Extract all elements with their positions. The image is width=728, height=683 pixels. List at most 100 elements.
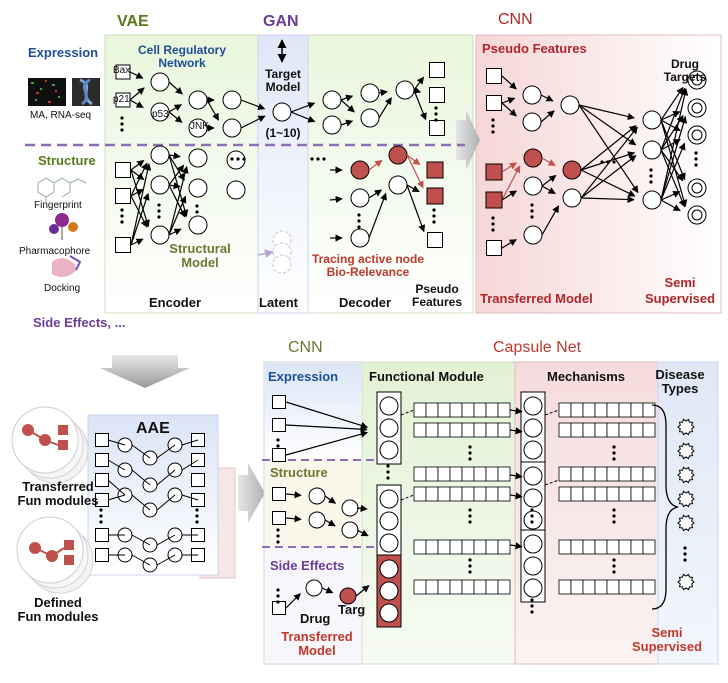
drug-target-node — [687, 205, 707, 225]
neuron-node — [388, 175, 408, 195]
connection-edge — [168, 81, 183, 95]
vector-cell — [473, 539, 487, 555]
connection-edge — [541, 205, 560, 236]
connection-edge — [660, 114, 684, 151]
connection-edge — [406, 154, 424, 189]
aae-edge — [156, 534, 176, 546]
drug-target-ring — [691, 129, 703, 141]
capsule-node — [523, 396, 543, 416]
aae-title: AAE — [136, 420, 170, 437]
process-arrow-icon — [456, 110, 480, 170]
connection-edge — [340, 94, 354, 102]
neuron-node — [642, 140, 662, 160]
vector-cell — [558, 422, 572, 438]
connection-edge — [240, 99, 266, 110]
connection-edge — [660, 87, 686, 151]
connection-edge — [501, 75, 517, 90]
connection-edge — [501, 162, 518, 173]
faded-latent-node — [272, 254, 292, 274]
vector-cell — [618, 539, 632, 555]
vector-cell — [473, 402, 487, 418]
aae-edge — [131, 444, 151, 459]
connection-edge — [413, 86, 422, 94]
ellipsis-dot — [316, 157, 320, 161]
vector-cell — [642, 422, 656, 438]
connection-edge — [660, 199, 681, 212]
vector-cell — [582, 486, 596, 502]
vector-cell — [449, 579, 463, 595]
neuron-node — [226, 180, 246, 200]
capsule-node — [523, 578, 543, 598]
drug-label: Drug — [300, 611, 331, 626]
vector-cell — [558, 579, 572, 595]
drug-target-node — [687, 125, 707, 145]
connection-edge — [580, 195, 635, 204]
neuron-node — [308, 487, 326, 505]
connection-edge — [578, 104, 639, 194]
ellipsis-dot — [468, 457, 472, 461]
vector-cell — [630, 486, 644, 502]
capsule-link — [544, 479, 560, 486]
connection-edge — [168, 166, 189, 236]
docking-caption: Docking — [44, 283, 81, 294]
transferred-model-label: Transferred Model — [480, 291, 593, 306]
ellipsis-dot — [491, 228, 495, 232]
drug-target-ring — [691, 182, 703, 194]
connection-edge — [509, 492, 523, 500]
vector-cell — [582, 466, 596, 482]
cnn-title: CNN — [498, 11, 533, 28]
connection-edge — [168, 228, 182, 236]
input-node — [95, 433, 109, 447]
gene-label: p21 — [113, 94, 130, 105]
capsule-net-title: Capsule Net — [493, 339, 582, 356]
ellipsis-dot — [120, 122, 124, 126]
ellipsis-dot — [683, 546, 687, 550]
vector-cell — [606, 402, 620, 418]
capsule-network — [95, 391, 695, 628]
vector-cell — [606, 466, 620, 482]
ellipsis-dot — [612, 451, 616, 455]
vector-cell — [473, 486, 487, 502]
connection-edge — [285, 401, 369, 429]
connection-edge — [290, 111, 316, 123]
disease-type-node — [677, 442, 695, 460]
ellipsis-dot — [468, 514, 472, 518]
vector-cell — [497, 539, 511, 555]
input-node — [115, 237, 131, 253]
vector-cell — [449, 402, 463, 418]
input-node — [486, 240, 502, 256]
disease-type-node — [677, 466, 695, 484]
capsule-node — [523, 510, 543, 530]
ellipsis-dot — [195, 514, 199, 518]
ellipsis-dot — [195, 204, 199, 208]
ellipsis-dot — [236, 157, 240, 161]
capsule-node — [523, 466, 543, 486]
latent-label: Latent — [259, 295, 298, 310]
gene-label: JNK — [190, 121, 209, 132]
connection-edge — [130, 169, 150, 228]
vector-cell — [558, 402, 572, 418]
ellipsis-dot — [468, 445, 472, 449]
ellipsis-dot — [276, 438, 280, 442]
connection-edge — [368, 189, 383, 199]
ellipsis-dot — [276, 534, 280, 538]
process-arrow-icon — [238, 463, 265, 523]
connection-edge — [356, 504, 368, 512]
neuron-node — [562, 188, 582, 208]
connection-edge — [660, 142, 686, 201]
neuron-node — [188, 215, 208, 235]
connection-edge — [578, 104, 637, 146]
vector-cell — [594, 422, 608, 438]
vector-cell — [449, 486, 463, 502]
neuron-node — [395, 80, 415, 100]
ellipsis-dot — [157, 203, 161, 207]
connection-edge — [168, 152, 181, 160]
vector-cell — [606, 579, 620, 595]
expression-caption: MA, RNA-seq — [30, 110, 92, 121]
vector-cell — [413, 402, 427, 418]
connection-edge — [406, 184, 420, 193]
connection-edge — [413, 89, 427, 121]
neuron-node — [272, 102, 292, 122]
